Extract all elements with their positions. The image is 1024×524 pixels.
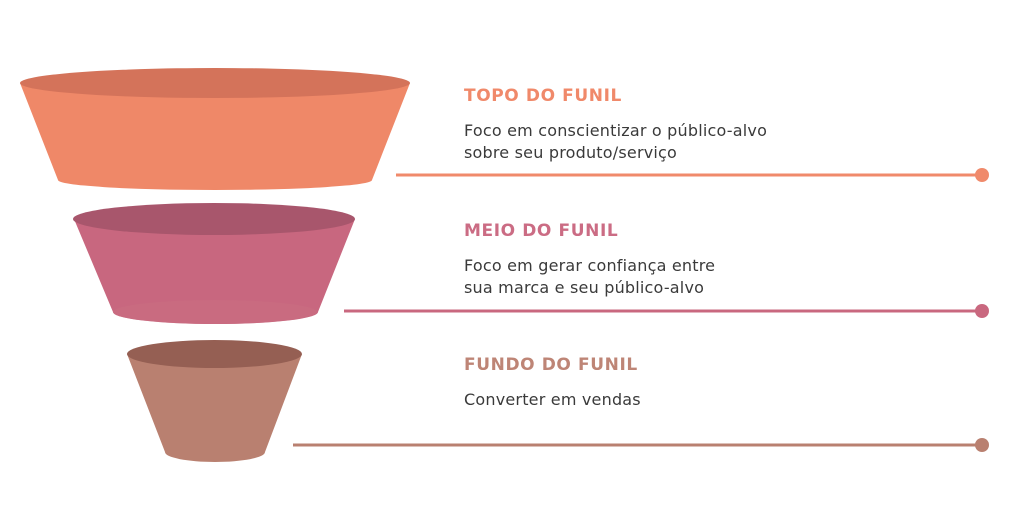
- funnel-middle-body: [74, 219, 355, 325]
- funnel-top-body: [20, 83, 410, 190]
- stage-title: FUNDO DO FUNIL: [464, 355, 638, 375]
- funnel-bottom-rim: [127, 340, 302, 368]
- funnel-middle-rim: [73, 203, 355, 235]
- connector-dot-bottom: [975, 438, 989, 452]
- stage-bottom-text: FUNDO DO FUNIL Converter em vendas: [464, 355, 641, 411]
- funnel-stage-bottom: [127, 340, 989, 462]
- funnel-bottom-body: [127, 354, 302, 462]
- stage-title: TOPO DO FUNIL: [464, 86, 622, 106]
- stage-top-text: TOPO DO FUNIL Foco em conscientizar o pú…: [464, 86, 767, 164]
- stage-description-line: sobre seu produto/serviço: [464, 143, 678, 162]
- stage-description-line: Converter em vendas: [464, 390, 641, 409]
- stage-description: Foco em conscientizar o público-alvo sob…: [464, 120, 767, 164]
- connector-dot-top: [975, 168, 989, 182]
- connector-dot-middle: [975, 304, 989, 318]
- funnel-stage-middle: [73, 203, 989, 325]
- funnel-stage-top: [20, 68, 989, 190]
- stage-title: MEIO DO FUNIL: [464, 221, 619, 241]
- funnel-top-rim: [20, 68, 410, 98]
- stage-middle-text: MEIO DO FUNIL Foco em gerar confiança en…: [464, 221, 715, 299]
- stage-description: Foco em gerar confiança entre sua marca …: [464, 255, 715, 299]
- stage-description-line: sua marca e seu público-alvo: [464, 278, 705, 297]
- funnel-middle-bottom-shade: [113, 300, 317, 324]
- stage-description: Converter em vendas: [464, 389, 641, 411]
- stage-description-line: Foco em gerar confiança entre: [464, 256, 716, 275]
- stage-description-line: Foco em conscientizar o público-alvo: [464, 121, 768, 140]
